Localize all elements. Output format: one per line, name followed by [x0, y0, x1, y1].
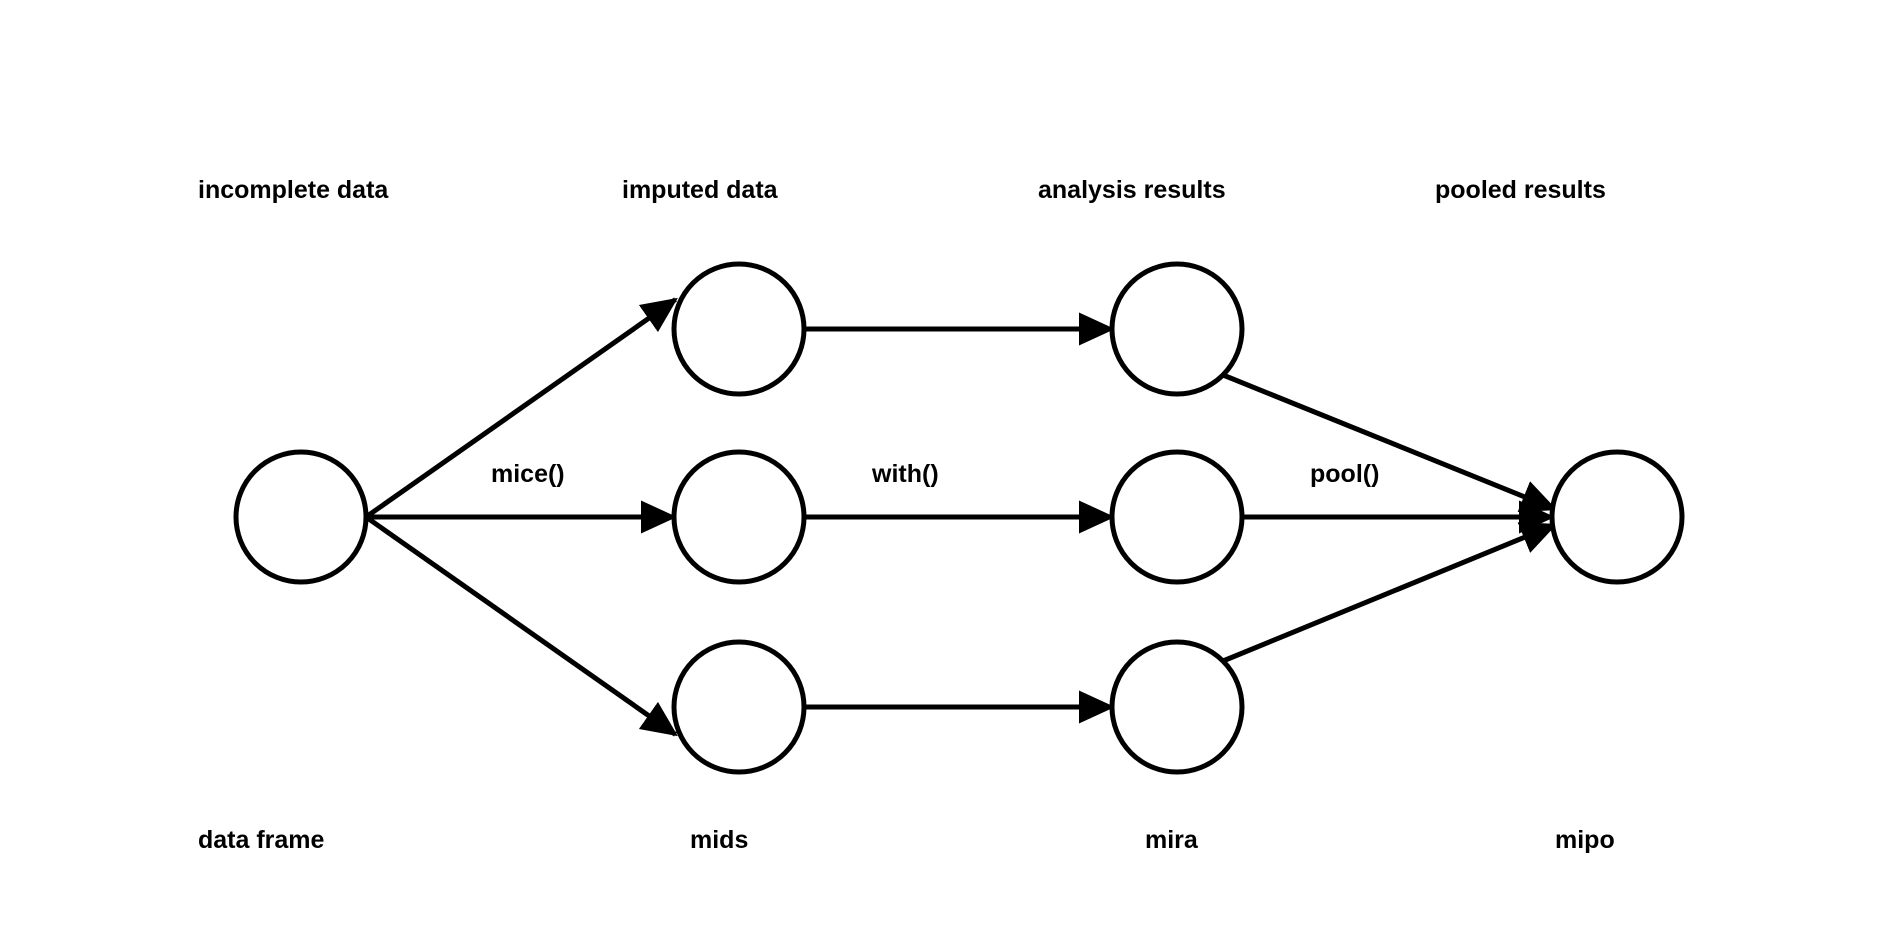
node-mira-bot[interactable]: [1109, 639, 1245, 775]
edge-mice-up: [364, 297, 678, 520]
edge-group-pool: [1222, 372, 1558, 664]
node-mids-mid[interactable]: [671, 449, 807, 585]
column-footer-mids: mids: [690, 826, 749, 854]
edge-pool-up: [1222, 372, 1558, 512]
edge-mice-down: [364, 514, 678, 737]
node-mipo[interactable]: [1549, 449, 1685, 585]
edge-label-with: with(): [872, 460, 939, 488]
column-footer-mira: mira: [1145, 826, 1198, 854]
node-mids-top[interactable]: [671, 261, 807, 397]
column-header-imputed-data: imputed data: [622, 176, 778, 204]
node-mids-bot[interactable]: [671, 639, 807, 775]
column-header-pooled-results: pooled results: [1435, 176, 1606, 204]
column-header-incomplete-data: incomplete data: [198, 176, 389, 204]
node-data-frame[interactable]: [233, 449, 369, 585]
column-header-analysis-results: analysis results: [1038, 176, 1226, 204]
edge-label-pool: pool(): [1310, 460, 1380, 488]
edge-label-mice: mice(): [491, 460, 565, 488]
node-mira-top[interactable]: [1109, 261, 1245, 397]
edge-pool-down: [1222, 522, 1558, 664]
edge-group-with: [804, 312, 1115, 724]
edge-group-mice: [364, 297, 678, 737]
node-mira-mid[interactable]: [1109, 449, 1245, 585]
column-footer-data-frame: data frame: [198, 826, 325, 854]
column-footer-mipo: mipo: [1555, 826, 1615, 854]
